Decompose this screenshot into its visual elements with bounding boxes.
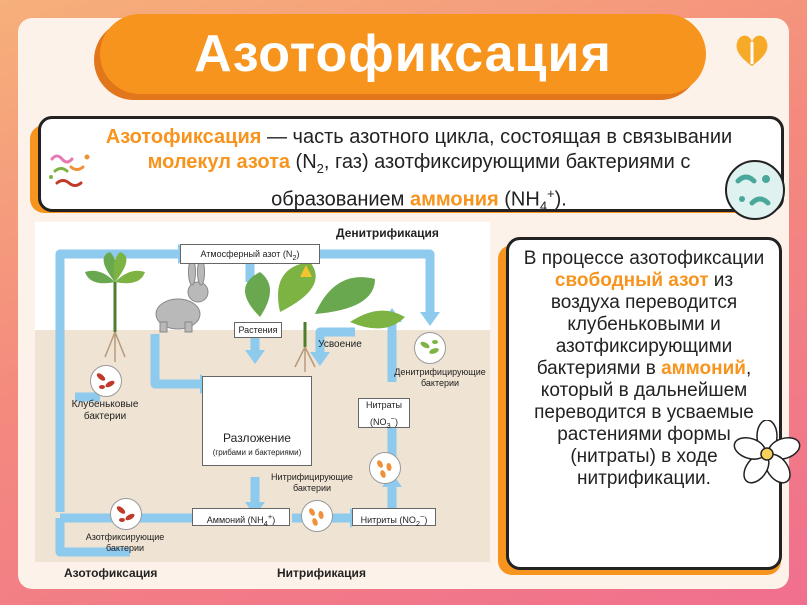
nitrates-end: ) — [395, 417, 399, 427]
nitrifying-bacteria-label: Нитрифицирующие бактерии — [271, 472, 353, 493]
title-banner: Азотофиксация — [100, 14, 706, 94]
atmospheric-end: ) — [296, 249, 300, 259]
decomposition-box: Разложение (грибами и бактериями) — [202, 376, 312, 466]
nitrates-box: Нитраты (NO3−) — [358, 398, 410, 430]
fixing-bacteria-icon — [110, 498, 142, 530]
nitrites-end: ) — [424, 515, 428, 525]
atmospheric-label: Атмосферный азот (N — [200, 249, 293, 259]
nitrites-label: Нитриты (NO — [360, 515, 416, 525]
nitrates-label: Нитраты — [365, 400, 403, 410]
denitrifying-bacteria-icon — [414, 332, 446, 364]
page-title: Азотофиксация — [194, 25, 612, 83]
nitrogen-cycle-diagram: Денитрификация Атмосферный азот (N2) Рас… — [30, 222, 495, 592]
heart-logo-icon — [736, 35, 768, 66]
nitrates-sup: − — [390, 414, 396, 423]
denitrification-label: Денитрификация — [336, 226, 439, 240]
ammonium-box: Аммоний (NH4+) — [192, 508, 290, 528]
plant-right — [245, 262, 405, 372]
definition-part: ). — [554, 188, 567, 211]
bottom-label-nitrification: Нитрификация — [277, 566, 366, 580]
definition-highlight-ammonium: аммония — [409, 188, 499, 211]
denitrifying-bacteria-label: Денитрифицирующие бактерии — [394, 367, 486, 388]
sidebar-highlight-ammonium: аммоний — [661, 358, 746, 379]
atmospheric-sub: 2 — [292, 252, 297, 262]
decomposition-label: Разложение — [223, 431, 291, 445]
assimilation-label: Усвоение — [318, 339, 362, 350]
nitrites-sub: 2 — [415, 518, 421, 528]
nodule-bacteria-icon — [90, 365, 122, 397]
definition-part: , газ) азотфиксирующими бактериями с обр… — [271, 151, 691, 211]
definition-part: — часть азотного цикла, состоящая в связ… — [261, 126, 733, 148]
nitrates-sub: 3 — [386, 420, 391, 430]
sidebar-part: , который в дальнейшем переводится в усв… — [534, 358, 754, 489]
atmospheric-nitrogen-box: Атмосферный азот (N2) — [180, 244, 320, 264]
sidebar-part: из воздуха переводится клубеньковыми и а… — [536, 270, 738, 379]
nitrifying-bacteria-icon-1 — [369, 452, 401, 484]
microbe-circle-icon — [725, 160, 785, 220]
definition-text: Азотофиксация — часть азотного цикла, со… — [99, 125, 739, 219]
ammonium-label: Аммоний (NH — [206, 515, 264, 525]
ammonium-sub: 4 — [263, 518, 268, 528]
definition-part: (NH — [498, 188, 540, 211]
ammonium-sup: + — [267, 512, 273, 521]
diagram-background — [35, 222, 490, 562]
nitrates-formula: (NO — [369, 417, 387, 427]
nitrites-box: Нитриты (NO2−) — [352, 508, 436, 528]
nitrites-sup: − — [420, 512, 425, 521]
definition-box: Азотофиксация — часть азотного цикла, со… — [38, 116, 785, 220]
decomposition-sublabel: (грибами и бактериями) — [212, 448, 302, 457]
flower-icon — [733, 420, 801, 484]
bacteria-decor-icon — [49, 154, 90, 187]
ammonium-end: ) — [272, 515, 276, 525]
sidebar-box: В процессе азотофиксации свободный азот … — [506, 237, 782, 570]
definition-term: Азотофиксация — [105, 126, 262, 148]
definition-part: (N — [290, 151, 317, 173]
nodule-bacteria-label: Клубеньковые бактерии — [71, 399, 139, 422]
definition-highlight-nitrogen: молекул азота — [147, 151, 290, 173]
definition-sub: 2 — [316, 161, 324, 176]
definition-sub: 4 — [539, 198, 548, 214]
sidebar-highlight-free-nitrogen: свободный азот — [554, 270, 709, 291]
plant-left — [85, 252, 145, 362]
sidebar-part: В процессе азотофиксации — [523, 248, 765, 269]
sidebar-text: В процессе азотофиксации свободный азот … — [519, 248, 769, 490]
fixing-bacteria-label: Азотфиксирующие бактерии — [85, 532, 165, 553]
bottom-label-fixation: Азотофиксация — [64, 566, 158, 580]
plants-box: Растения — [234, 322, 282, 338]
nitrifying-bacteria-icon-2 — [301, 500, 333, 532]
definition-sup: + — [547, 186, 555, 201]
